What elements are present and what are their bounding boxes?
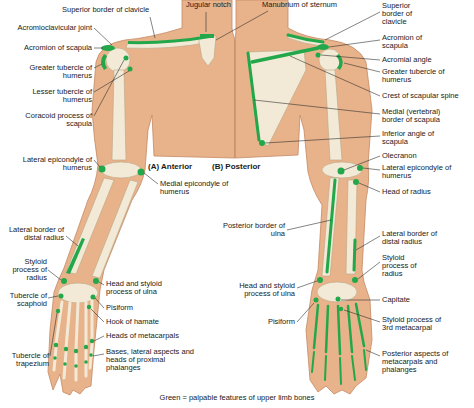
anatomy-label: Lateral border of distal radius <box>2 226 64 242</box>
view-heading: (B) Posterior <box>212 163 274 172</box>
anatomy-label: Olecranon <box>382 152 462 160</box>
anatomy-label: Styloid process of radius <box>382 254 424 278</box>
posterior-bones <box>248 34 362 302</box>
anatomy-label: Acromioclavicular joint <box>2 24 92 32</box>
anterior-palpable <box>53 34 214 368</box>
view-heading: (A) Anterior <box>148 163 208 172</box>
anatomy-label: Head and styloid process of ulna <box>220 282 295 298</box>
anatomy-label: Acromion of scapula <box>382 34 444 50</box>
anatomy-label: Tubercle of trapezium <box>2 352 49 368</box>
anatomy-label: Medial (vertebral) border of scapula <box>382 108 460 124</box>
anatomy-label: Styloid process of radius <box>2 258 47 282</box>
anatomy-label: Greater tubercle of humerus <box>2 64 92 80</box>
anatomy-label: Heads of metacarpals <box>106 332 196 340</box>
anatomy-label: Tubercle of scaphoid <box>2 292 47 308</box>
anatomy-label: Superior border of clavicle <box>62 6 174 14</box>
anatomy-label: Lateral epicondyle of humerus <box>382 164 460 180</box>
anterior-hand-bones <box>54 300 92 380</box>
anatomy-label: Head of radius <box>382 188 462 196</box>
anatomy-label: Green = palpable features of upper limb … <box>110 394 364 402</box>
anatomy-label: Acromion of scapula <box>2 44 92 52</box>
anatomy-label: Manubrium of sternum <box>262 1 352 9</box>
anatomy-label: Greater tubercle of humerus <box>382 68 454 84</box>
anatomy-label: Posterior aspects of metacarpals and pha… <box>382 350 466 374</box>
anatomy-label: Crest of scapular spine <box>382 92 471 100</box>
midline <box>235 40 236 158</box>
posterior-silhouette <box>235 0 372 394</box>
anatomy-label: Medial epicondyle of humerus <box>160 180 234 196</box>
anatomy-label: Capitate <box>382 296 442 304</box>
posterior-palpable <box>259 44 363 311</box>
anatomy-label: Lateral epicondyle of humerus <box>2 156 92 172</box>
anatomy-label: Superior border of clavicle <box>382 2 430 26</box>
anatomy-label: Jugular notch <box>186 1 246 9</box>
anatomy-label: Lateral border of distal radius <box>382 230 450 246</box>
anatomy-label: Coracoid process of scapula <box>2 112 92 128</box>
anatomy-label: Inferior angle of scapula <box>382 130 446 146</box>
anatomy-label: Posterior border of ulna <box>220 222 285 238</box>
anatomy-label: Lesser tubercle of humerus <box>2 88 92 104</box>
leader-lines <box>48 11 380 356</box>
anatomy-label: Acromial angle <box>382 56 462 64</box>
anatomy-label: Pisiform <box>248 318 295 326</box>
anatomy-label: Bases, lateral aspects and heads of prox… <box>106 348 198 372</box>
anatomy-label: Head and styloid process of ulna <box>106 280 180 296</box>
anatomy-label: Hook of hamate <box>106 318 176 326</box>
anatomy-label: Pisiform <box>106 304 166 312</box>
posterior-palpable-lines <box>248 35 366 384</box>
anterior-silhouette <box>48 0 235 395</box>
anatomy-label: Styloid process of 3rd metacarpal <box>382 316 446 332</box>
